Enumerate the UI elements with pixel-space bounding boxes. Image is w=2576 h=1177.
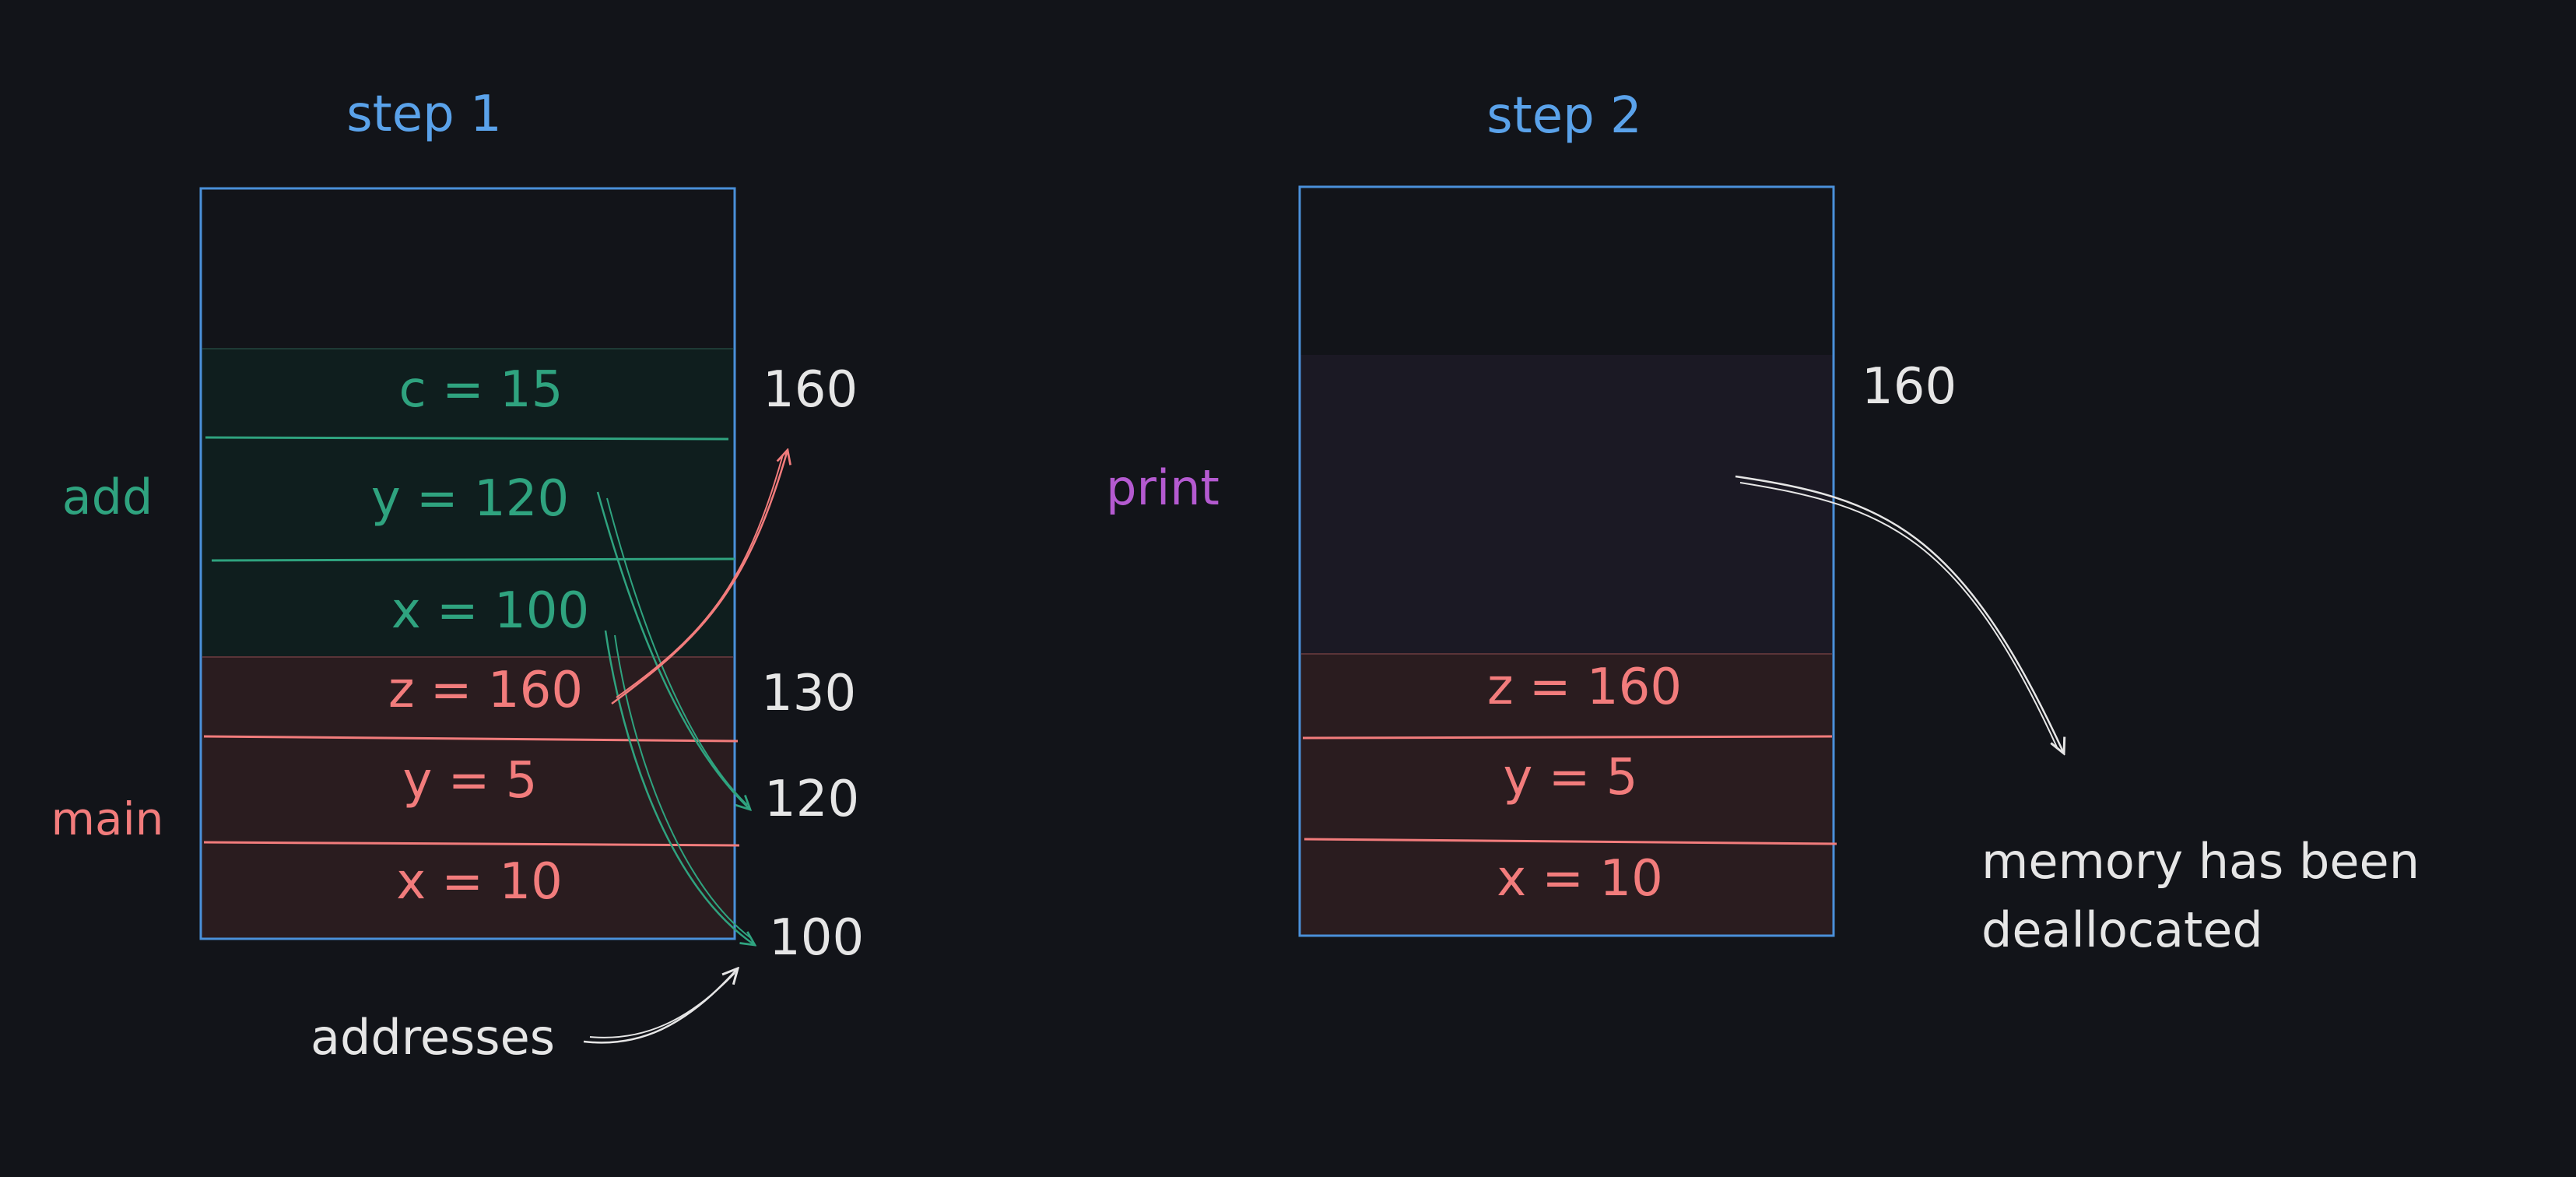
address-160: 160	[763, 361, 858, 419]
step2-main-separator-1	[1302, 735, 1833, 740]
main-cell-x: x = 10	[396, 853, 563, 911]
step2-title: step 2	[1486, 87, 1642, 145]
address-100: 100	[769, 909, 864, 967]
main-cell-z: z = 160	[388, 662, 583, 719]
pointer-arrow-x-to-100-stroke2	[614, 634, 753, 940]
add-cell-y: y = 120	[371, 470, 569, 528]
main-frame-region	[201, 657, 735, 939]
step2-address-160: 160	[1862, 358, 1957, 416]
print-frame-label: print	[1106, 459, 1220, 516]
main-separator-2	[203, 841, 740, 847]
step1-title: step 1	[346, 86, 502, 143]
add-separator-1	[205, 436, 729, 441]
deallocated-note-line1: memory has been	[1981, 833, 2420, 890]
pointer-arrow-z-to-160	[611, 450, 788, 705]
add-frame-label: add	[62, 469, 153, 525]
pointer-arrow-y-to-120-stroke2	[606, 497, 748, 806]
step2-main-separator-2	[1304, 838, 1837, 845]
main-separator-1	[203, 735, 739, 743]
step1-stack-outline	[199, 187, 736, 940]
add-cell-c: c = 15	[399, 361, 563, 419]
add-cell-x: x = 100	[391, 582, 589, 640]
print-frame-region	[1300, 355, 1834, 654]
pointer-arrow-x-to-100	[604, 630, 755, 945]
step2-main-frame-region	[1300, 654, 1834, 936]
add-frame-region	[201, 349, 735, 657]
step1-panel: step 1 add main c = 15 y = 120 x = 100 z…	[51, 86, 865, 1066]
pointer-arrow-z-to-160-stroke2	[616, 454, 784, 698]
deallocated-arrow	[1735, 475, 2064, 754]
main-frame-label: main	[51, 792, 164, 845]
addresses-annotation: addresses	[311, 1009, 555, 1066]
address-130: 130	[761, 665, 856, 722]
step2-main-cell-y: y = 5	[1504, 749, 1638, 806]
deallocated-arrow-stroke2	[1739, 482, 2058, 750]
step2-stack-outline	[1298, 185, 1835, 937]
step2-main-cell-z: z = 160	[1487, 659, 1682, 716]
addresses-annotation-arrow	[583, 968, 738, 1044]
step2-main-cell-x: x = 10	[1497, 850, 1663, 908]
step2-panel: step 2 print z = 160 y = 5 x = 10 160 me…	[1106, 87, 2420, 958]
addresses-annotation-arrow-stroke2	[589, 972, 735, 1038]
pointer-arrow-y-to-120	[596, 491, 750, 810]
address-120: 120	[764, 771, 859, 828]
main-cell-y: y = 5	[403, 752, 538, 810]
add-separator-2	[211, 557, 735, 562]
deallocated-note-line2: deallocated	[1981, 901, 2263, 958]
